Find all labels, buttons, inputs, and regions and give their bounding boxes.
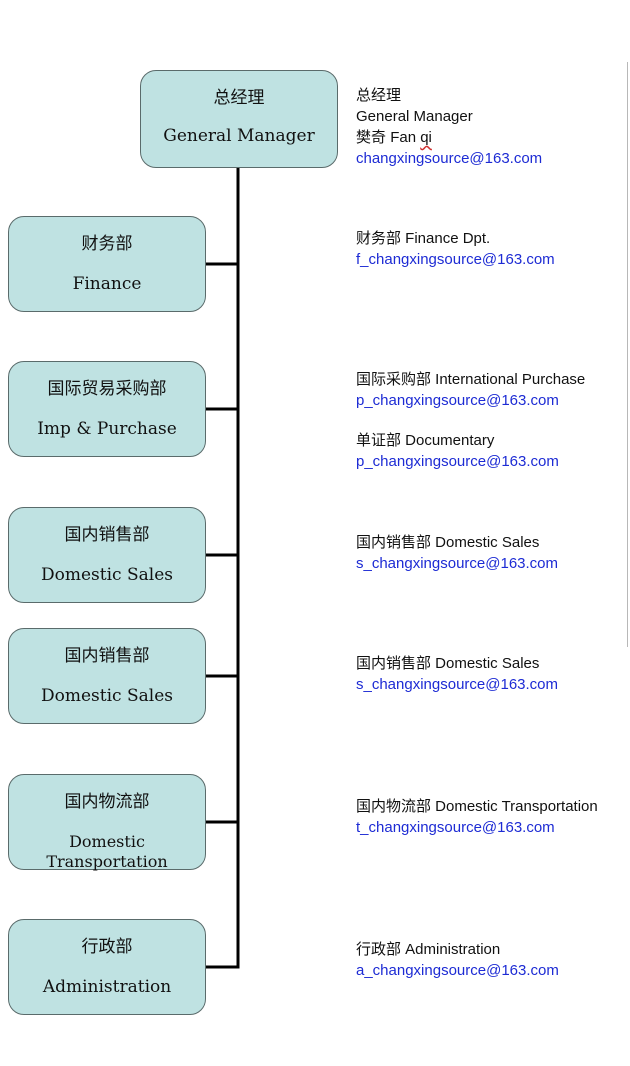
info-finance: 财务部 Finance Dpt. f_changxingsource@163.c… bbox=[356, 228, 555, 270]
node-label-zh: 国内销售部 bbox=[64, 525, 150, 545]
node-label-en: General Manager bbox=[163, 126, 315, 146]
info-label: 单证部 Documentary bbox=[356, 432, 495, 449]
info-label: 国内销售部 Domestic Sales bbox=[356, 534, 540, 551]
info-label: 国内销售部 Domestic Sales bbox=[356, 655, 540, 672]
info-name-en-b: qi bbox=[420, 129, 432, 146]
node-label-en: Domestic Transportation bbox=[46, 832, 168, 871]
node-label-en: Administration bbox=[42, 977, 172, 997]
email-link[interactable]: t_changxingsource@163.com bbox=[356, 819, 555, 836]
info-label: 国内物流部 Domestic Transportation bbox=[356, 798, 598, 815]
node-label-en: Domestic Sales bbox=[41, 686, 173, 706]
node-domestic-sales-2: 国内销售部 Domestic Sales bbox=[8, 628, 206, 724]
node-label-zh: 总经理 bbox=[213, 88, 265, 108]
email-link[interactable]: f_changxingsource@163.com bbox=[356, 251, 555, 268]
info-documentary: 单证部 Documentary p_changxingsource@163.co… bbox=[356, 430, 559, 472]
info-name-en-a: Fan bbox=[390, 129, 421, 146]
info-label: 行政部 Administration bbox=[356, 941, 501, 958]
info-label: 财务部 Finance Dpt. bbox=[356, 230, 491, 247]
node-label-zh: 国内销售部 bbox=[64, 646, 150, 666]
email-link[interactable]: p_changxingsource@163.com bbox=[356, 453, 559, 470]
info-international-purchase: 国际采购部 International Purchase p_changxing… bbox=[356, 369, 585, 411]
info-name-zh: 樊奇 bbox=[356, 129, 387, 146]
info-domestic-sales-2: 国内销售部 Domestic Sales s_changxingsource@1… bbox=[356, 653, 558, 695]
node-label-en: Domestic Sales bbox=[41, 565, 173, 585]
node-administration: 行政部 Administration bbox=[8, 919, 206, 1015]
node-label-en: Finance bbox=[72, 274, 142, 294]
info-domestic-transportation: 国内物流部 Domestic Transportation t_changxin… bbox=[356, 796, 598, 838]
node-finance: 财务部 Finance bbox=[8, 216, 206, 312]
node-domestic-sales-1: 国内销售部 Domestic Sales bbox=[8, 507, 206, 603]
node-label-zh: 行政部 bbox=[81, 937, 133, 957]
info-domestic-sales-1: 国内销售部 Domestic Sales s_changxingsource@1… bbox=[356, 532, 558, 574]
node-label-zh: 国际贸易采购部 bbox=[47, 379, 167, 399]
node-general-manager: 总经理 General Manager bbox=[140, 70, 338, 168]
node-label-en: Imp & Purchase bbox=[37, 419, 177, 439]
info-label: 国际采购部 International Purchase bbox=[356, 371, 586, 388]
email-link[interactable]: s_changxingsource@163.com bbox=[356, 676, 559, 693]
node-label-zh: 国内物流部 bbox=[64, 792, 150, 812]
email-link[interactable]: p_changxingsource@163.com bbox=[356, 392, 559, 409]
info-general-manager: 总经理 General Manager 樊奇 Fan qi changxings… bbox=[356, 85, 542, 169]
info-name: 樊奇 Fan qi bbox=[356, 127, 542, 148]
email-link[interactable]: s_changxingsource@163.com bbox=[356, 555, 559, 572]
node-label-zh: 财务部 bbox=[81, 234, 133, 254]
node-imp-purchase: 国际贸易采购部 Imp & Purchase bbox=[8, 361, 206, 457]
email-link[interactable]: a_changxingsource@163.com bbox=[356, 962, 559, 979]
node-domestic-transportation: 国内物流部 Domestic Transportation bbox=[8, 774, 206, 871]
info-title-zh: 总经理 bbox=[356, 87, 402, 104]
email-link[interactable]: changxingsource@163.com bbox=[356, 150, 543, 167]
info-administration: 行政部 Administration a_changxingsource@163… bbox=[356, 939, 559, 981]
page-edge-divider bbox=[627, 62, 628, 647]
info-title-en: General Manager bbox=[356, 108, 473, 125]
